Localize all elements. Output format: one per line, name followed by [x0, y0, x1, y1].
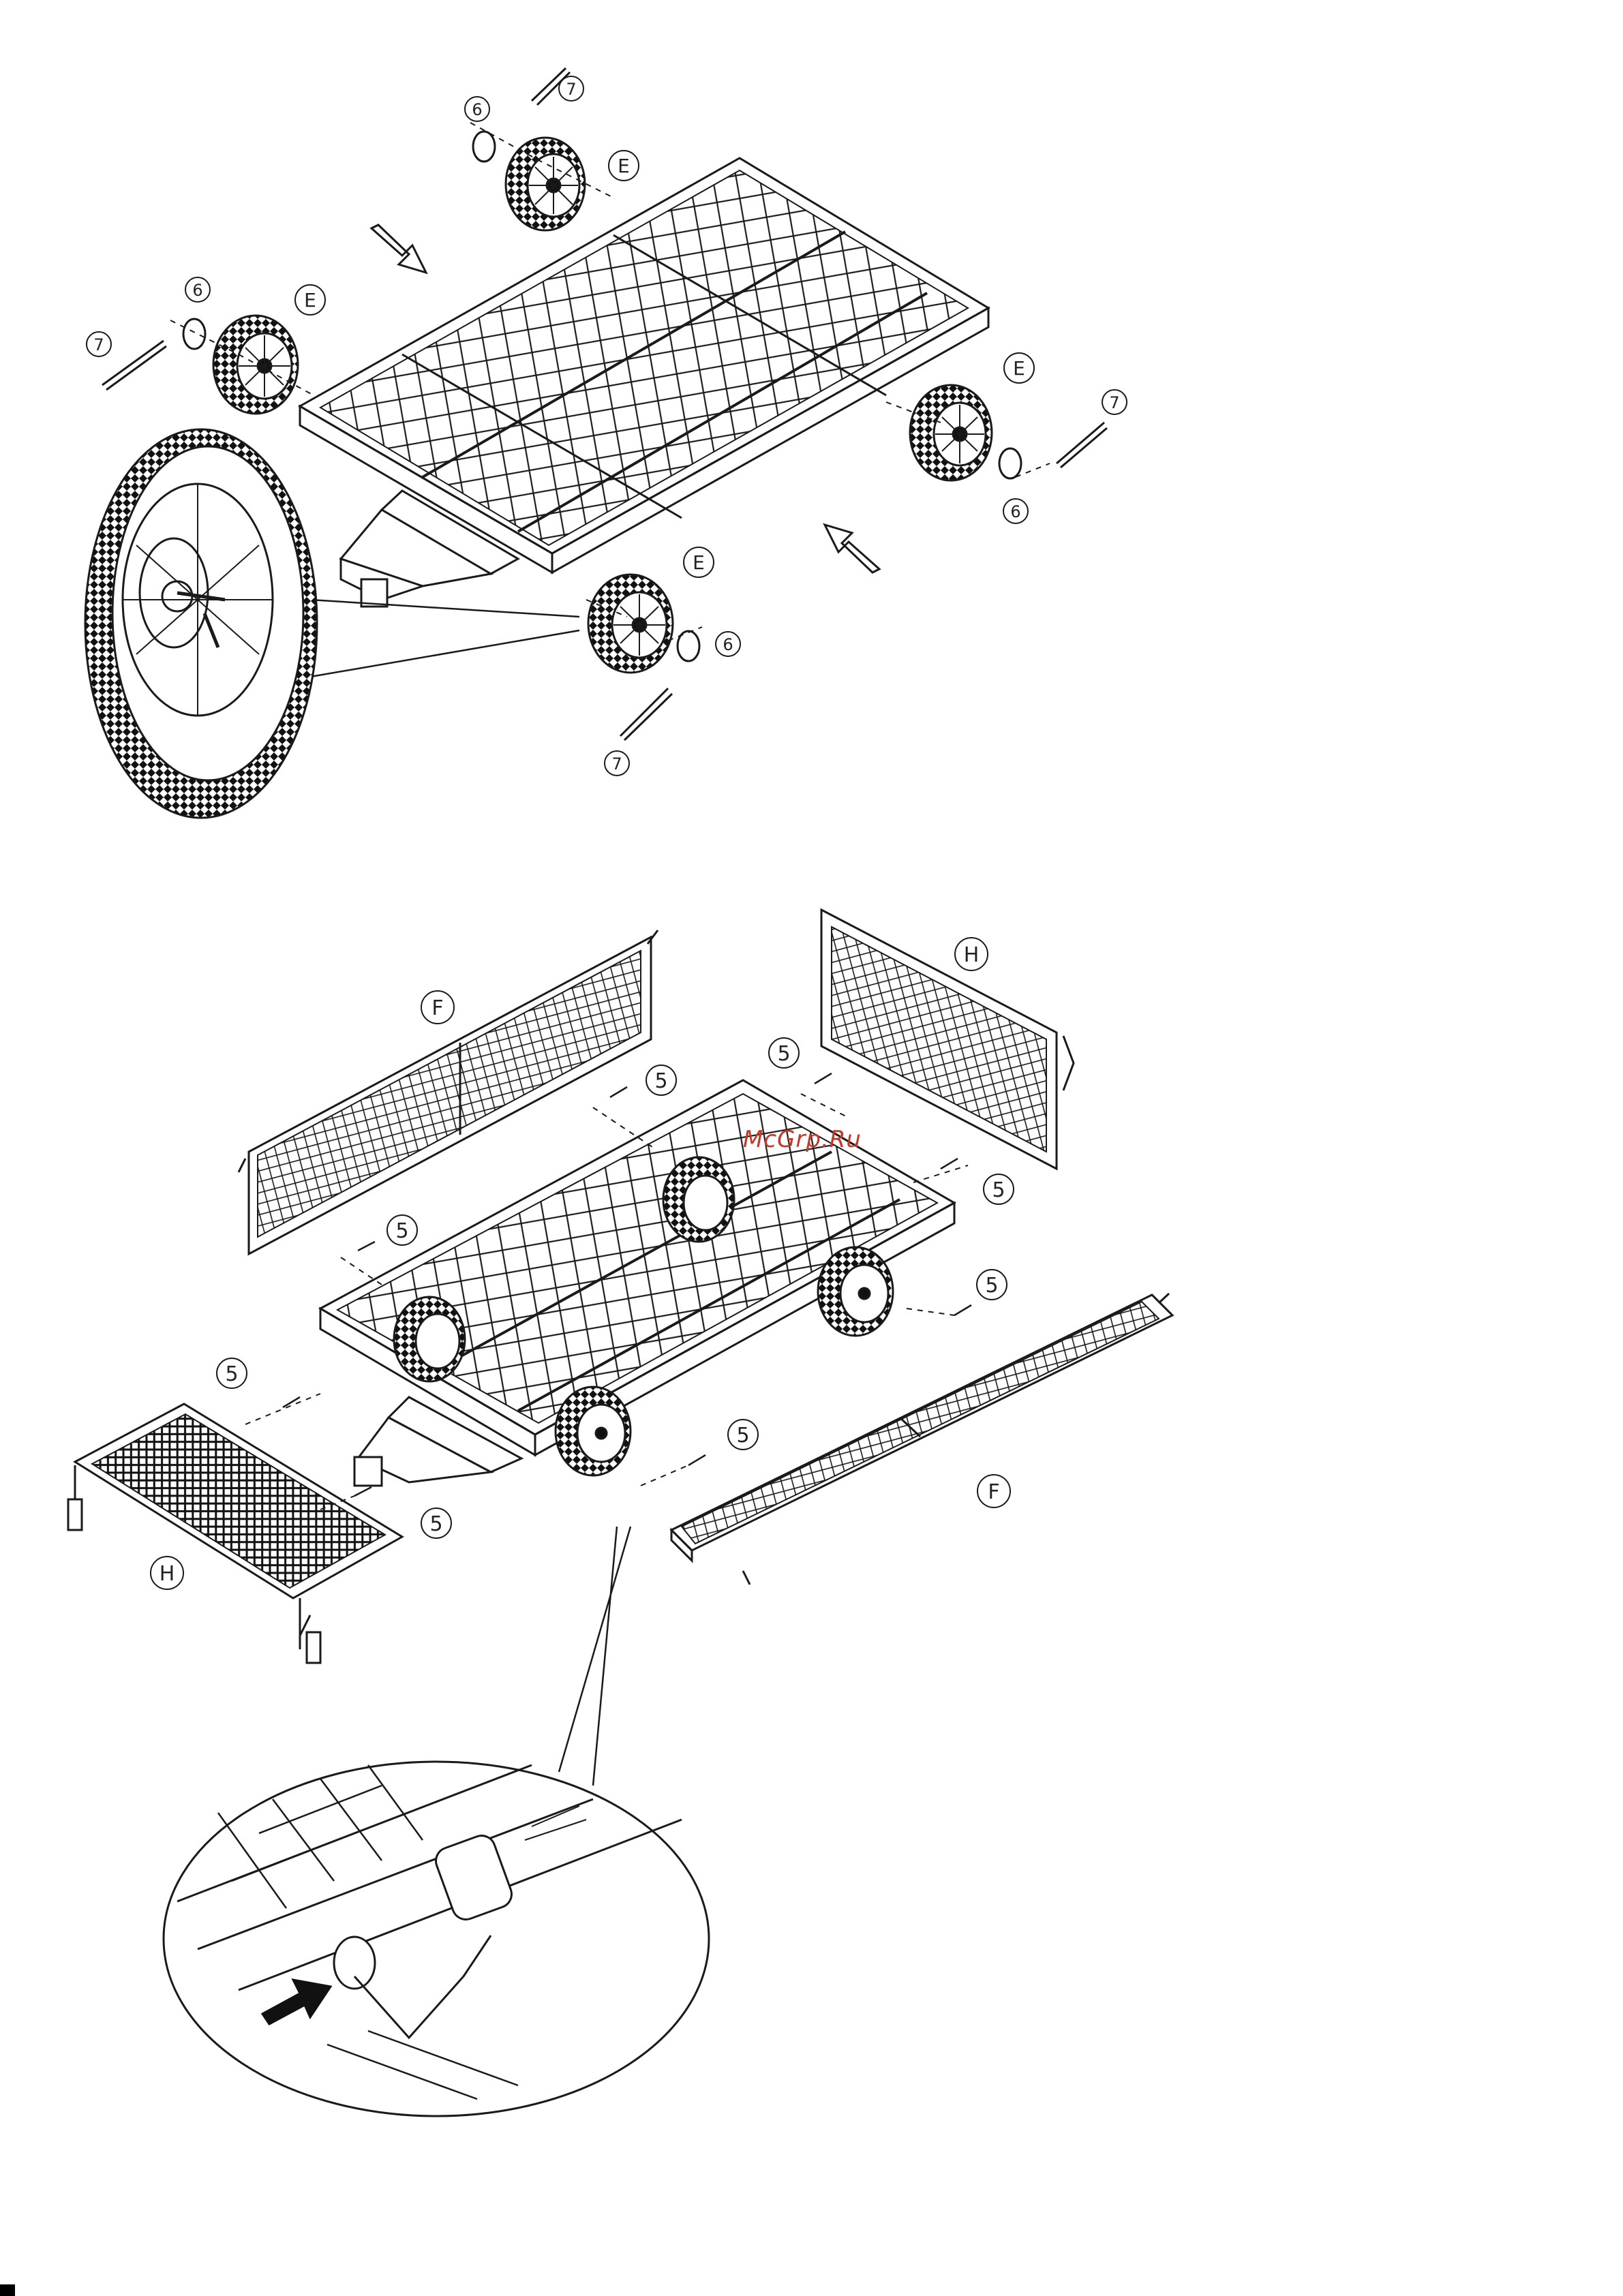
callout-pin-7: 7 — [93, 335, 104, 354]
callout-wheel-e: E — [618, 155, 630, 177]
callout-side-panel-f: F — [431, 996, 443, 1020]
wheel-left — [213, 316, 298, 414]
hinge-detail-leader — [559, 1527, 631, 1786]
callout-bolt-5: 5 — [985, 1274, 998, 1298]
end-panel-front — [68, 1404, 402, 1663]
callout-end-panel-h: H — [160, 1562, 175, 1586]
arrow-top-left — [371, 225, 426, 273]
callout-pin-7: 7 — [611, 754, 622, 774]
callout-side-panel-f: F — [988, 1480, 999, 1504]
pin-right — [1057, 423, 1107, 468]
callout-end-panel-h: H — [964, 943, 980, 967]
callout-bolt-5: 5 — [225, 1362, 238, 1386]
corner-mark — [0, 2284, 15, 2296]
callout-bolt-5: 5 — [395, 1219, 408, 1243]
hinge-detail-zoom — [164, 1762, 709, 2116]
assembled-wheel — [394, 1297, 465, 1381]
assembled-wheel — [556, 1387, 631, 1475]
callout-bolt-5: 5 — [429, 1512, 442, 1536]
pin-bottom — [620, 688, 672, 740]
callout-bolt-5: 5 — [777, 1042, 790, 1066]
detail-leader — [283, 600, 579, 682]
callout-bolt-5: 5 — [992, 1178, 1005, 1202]
assembled-wheel — [663, 1157, 734, 1242]
callout-pin-7: 7 — [1109, 393, 1119, 412]
washer-right — [999, 448, 1021, 478]
callout-wheel-e: E — [304, 289, 316, 311]
callout-bolt-5: 5 — [736, 1424, 749, 1448]
wheel-right — [910, 385, 992, 480]
callout-washer-6: 6 — [472, 100, 482, 119]
callout-washer-6: 6 — [723, 635, 733, 654]
callout-bolt-5: 5 — [654, 1069, 667, 1093]
arrow-bottom-right — [825, 525, 879, 572]
wheel-bottom — [588, 575, 673, 673]
washer-top — [473, 132, 495, 162]
assembled-wheel — [818, 1247, 893, 1336]
wheel-detail-zoom — [85, 429, 317, 818]
watermark: McGrp.Ru — [743, 1126, 862, 1153]
callout-washer-6: 6 — [1010, 502, 1020, 521]
wheel-top — [506, 138, 585, 230]
callout-washer-6: 6 — [192, 281, 202, 300]
step1-exploded-view — [85, 68, 1107, 818]
washer-left — [183, 319, 205, 349]
callout-pin-7: 7 — [566, 80, 576, 99]
pin-left — [102, 341, 166, 390]
callout-wheel-e: E — [1013, 357, 1025, 380]
callout-wheel-e: E — [693, 551, 705, 574]
step2-exploded-view — [68, 910, 1172, 2116]
